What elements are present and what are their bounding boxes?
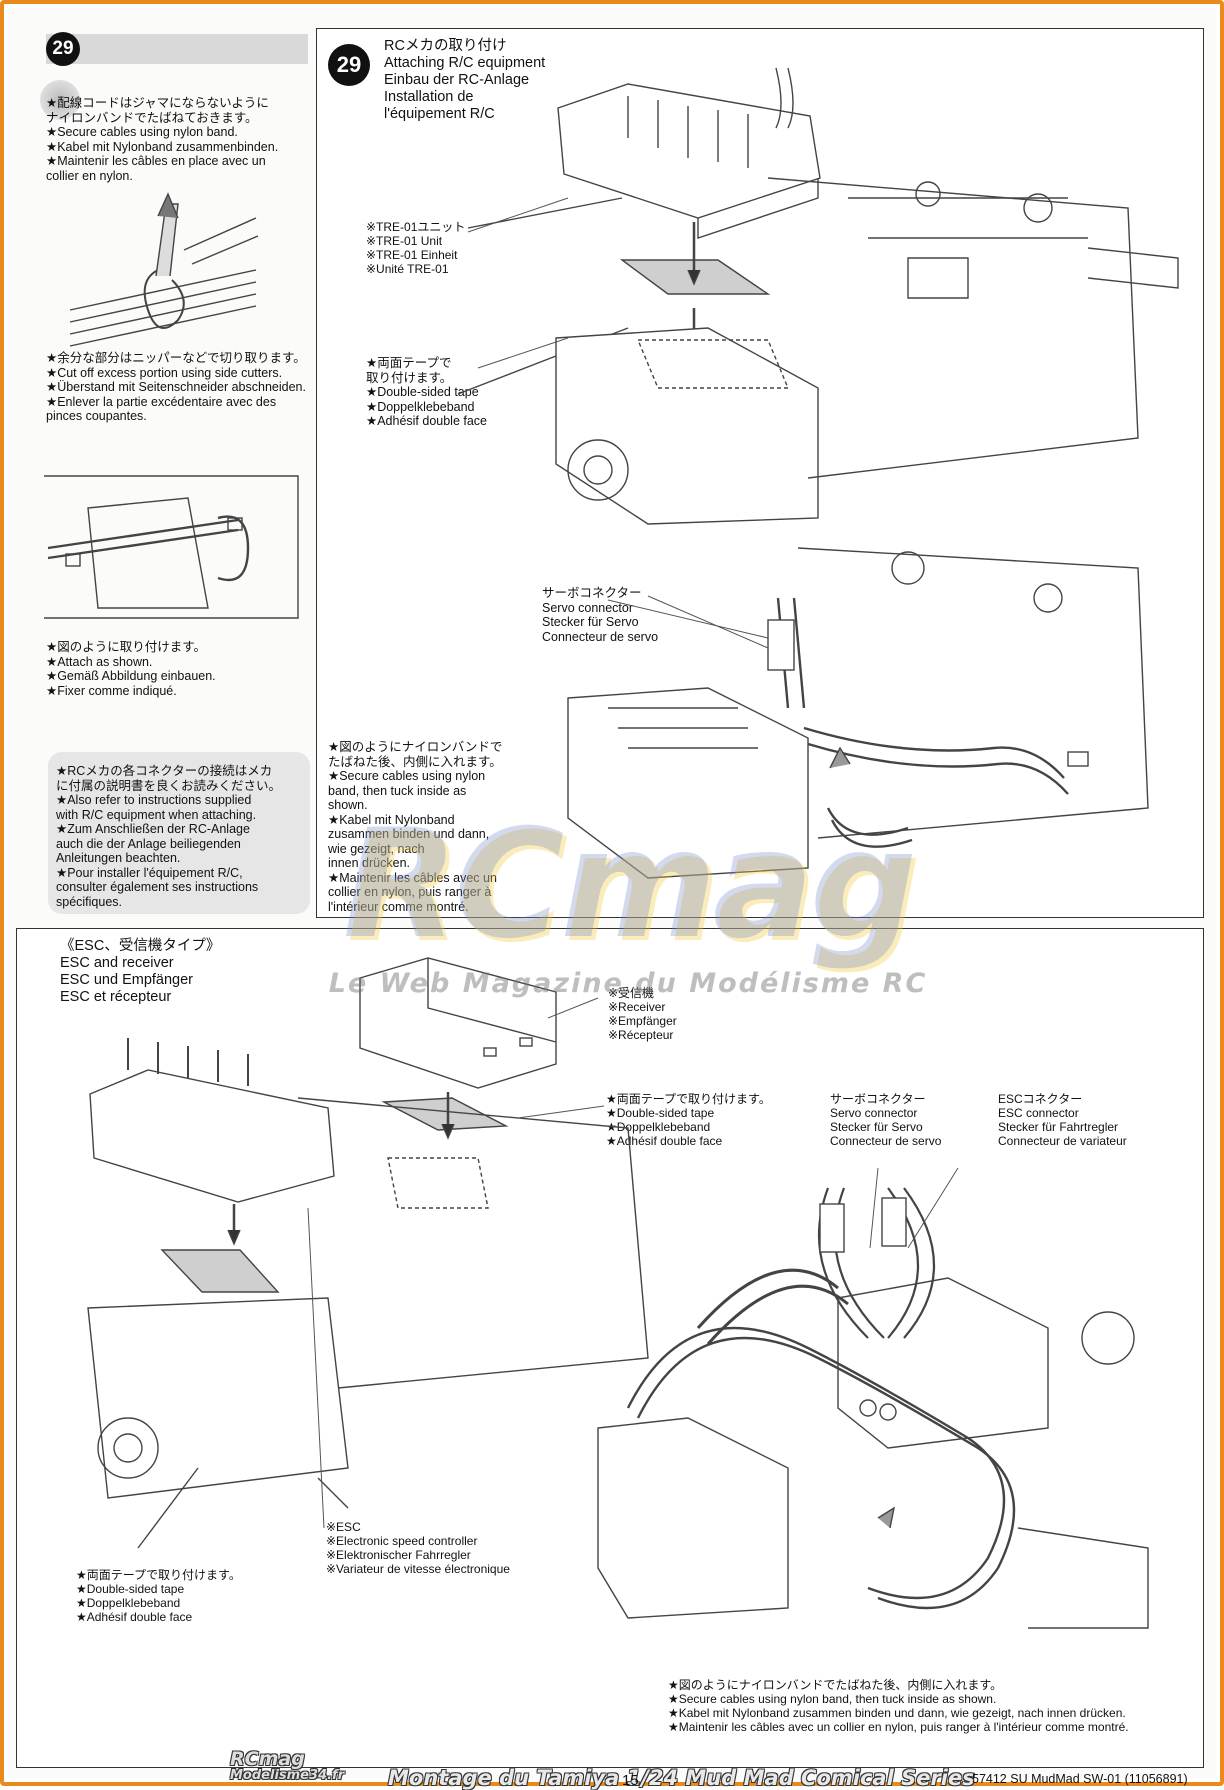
manual-page: 29 ★配線コードはジャマにならないように ナイロンバンドでたばねておきます。 …: [8, 8, 1216, 1790]
label-tre-unit: ※TRE-01ユニット ※TRE-01 Unit ※TRE-01 Einheit…: [366, 220, 466, 276]
chassis-cable-illustration: [44, 475, 299, 619]
servo-connection-illustration: [567, 547, 1149, 879]
esc-receiver-title: 《ESC、受信機タイプ》 ESC and receiver ESC und Em…: [60, 938, 221, 1005]
receiver-illustration: [359, 957, 557, 1140]
label-esc: ※ESC ※Electronic speed controller ※Elekt…: [326, 1520, 510, 1576]
label-servo-connector-bottom: サーボコネクター Servo connector Stecker für Ser…: [830, 1092, 942, 1148]
watermark-tagline: Le Web Magazine du Modélisme RC: [328, 968, 928, 999]
kit-reference: 57412 SU MudMad SW-01 (11056891): [972, 1772, 1188, 1786]
step-number-badge: 29: [46, 32, 80, 66]
label-esc-connector: ESCコネクター ESC connector Stecker für Fahrt…: [998, 1092, 1127, 1148]
label-servo-connector: サーボコネクター Servo connector Stecker für Ser…: [542, 586, 659, 644]
step-29-badge: 29: [328, 44, 370, 86]
footer-logo-rcmag: RCmag: [230, 1748, 305, 1770]
page-number: 15: [622, 1772, 639, 1789]
note-cut-excess: ★余分な部分はニッパーなどで切り取ります。 ★Cut off excess po…: [46, 351, 306, 423]
step-29-title: RCメカの取り付け Attaching R/C equipment Einbau…: [384, 38, 546, 122]
footer-logo-modelisme: Modelisme34.fr: [230, 1768, 345, 1783]
tre-unit-illustration: [457, 67, 821, 395]
watermark-logo: RCmag: [342, 798, 917, 972]
note-secure-cables: ★配線コードはジャマにならないように ナイロンバンドでたばねておきます。 ★Se…: [46, 96, 279, 183]
note-box: [48, 752, 310, 914]
esc-wiring-illustration: [597, 1167, 1149, 1629]
label-tape-bottom: ★両面テープで取り付けます。 ★Double-sided tape ★Doppe…: [76, 1568, 241, 1624]
leader-lines: [307, 197, 769, 1529]
step-bar: [46, 34, 308, 64]
assembly-illustrations: [44, 67, 1179, 1629]
note-bundle-cables: ★図のようにナイロンバンドで たばねた後、内側に入れます。 ★Secure ca…: [328, 740, 503, 914]
esc-illustration: [89, 1038, 335, 1381]
note-attach-as-shown: ★図のように取り付けます。 ★Attach as shown. ★Gemäß A…: [46, 640, 216, 698]
chassis-bottom-illustration: [87, 1097, 649, 1549]
note-refer-instructions: ★RCメカの各コネクターの接続はメカ に付属の説明書を良くお読みください。 ★A…: [56, 764, 282, 909]
label-receiver: ※受信機 ※Receiver ※Empfänger ※Récepteur: [608, 986, 677, 1042]
label-double-sided-tape: ★両面テープで 取り付けます。 ★Double-sided tape ★Dopp…: [366, 356, 488, 428]
nylon-band-illustration: [69, 192, 259, 347]
note-bundle-cables-bottom: ★図のようにナイロンバンドでたばねた後、内側に入れます。 ★Secure cab…: [668, 1678, 1129, 1734]
chassis-servo-illustration: [555, 177, 1179, 525]
footer-banner: Montage du Tamiya 1/24 Mud Mad Comical S…: [388, 1766, 975, 1790]
step-marker-icon: [40, 80, 80, 120]
label-tape-top: ★両面テープで取り付けます。 ★Double-sided tape ★Doppe…: [606, 1092, 771, 1148]
